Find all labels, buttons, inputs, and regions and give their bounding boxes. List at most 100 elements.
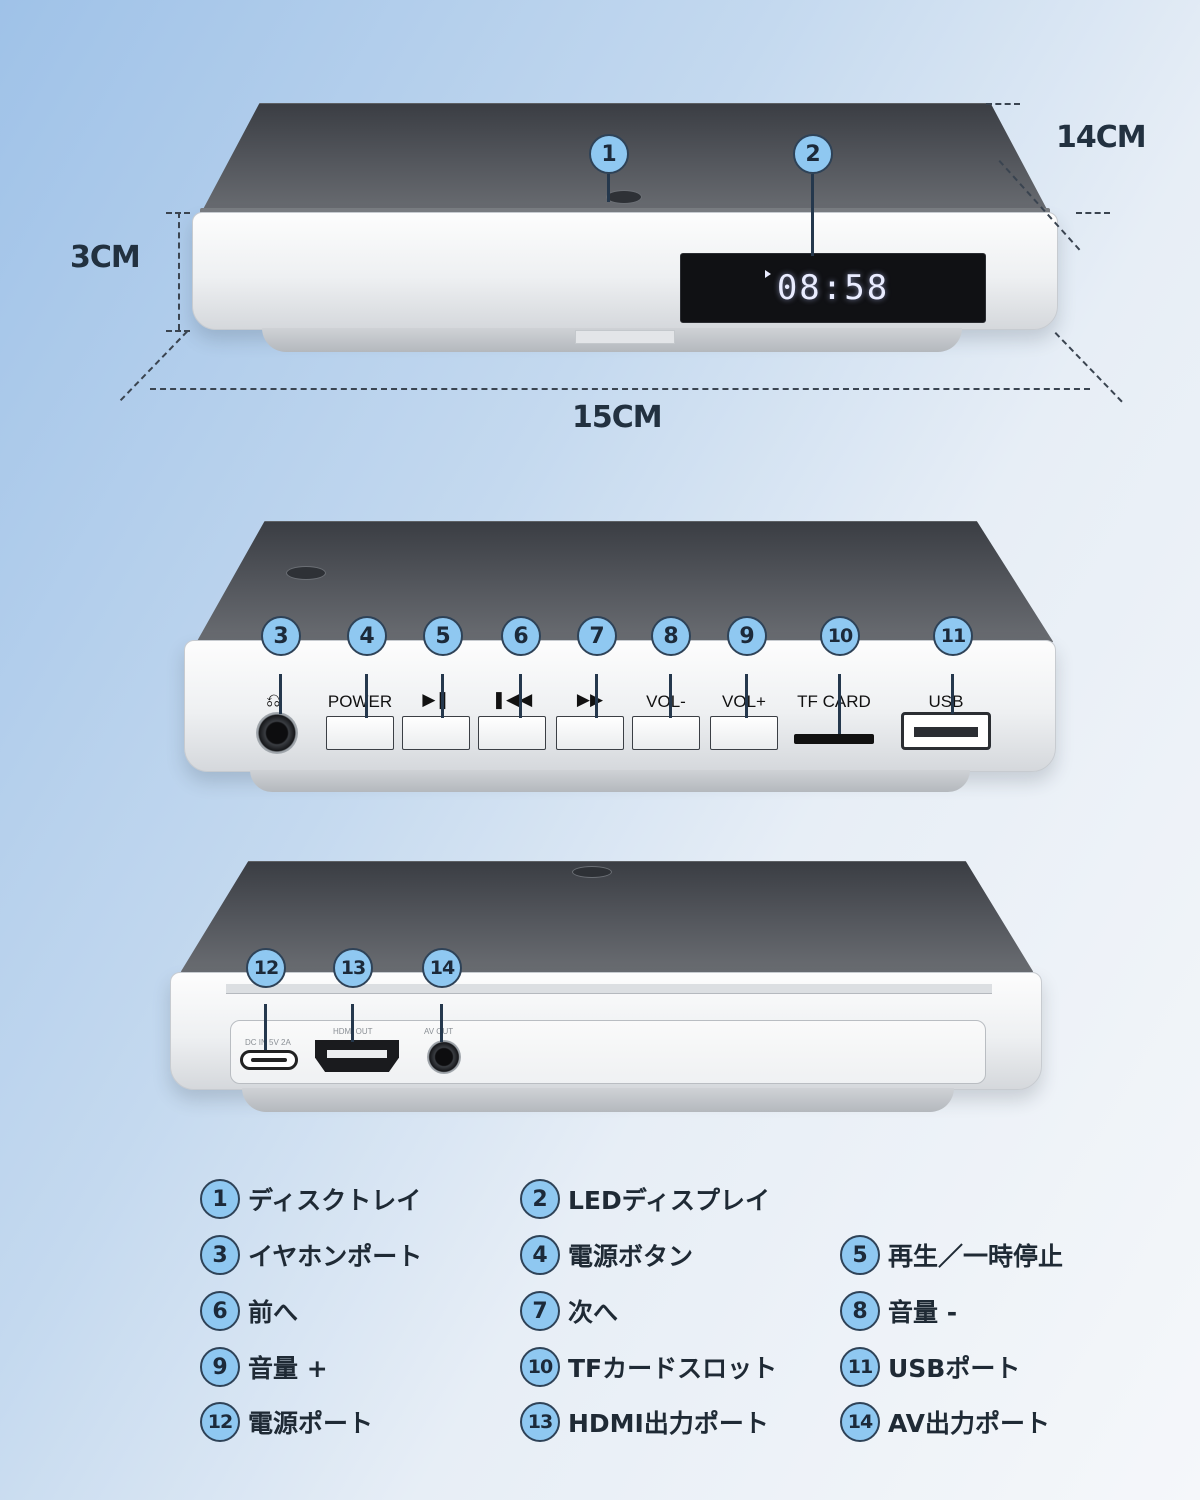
legend-label: LEDディスプレイ <box>568 1186 771 1215</box>
legend-badge: 4 <box>520 1235 560 1275</box>
legend-item-13: 13 HDMI出力ポート <box>520 1402 769 1442</box>
badge-10: 10 <box>820 616 860 656</box>
led-display: 08:58 <box>680 253 986 323</box>
base-foot-2 <box>250 770 970 792</box>
badge-12-stem <box>264 1004 267 1050</box>
dc-power-port[interactable] <box>240 1050 298 1070</box>
vol-minus-button[interactable] <box>632 716 700 750</box>
vol-plus-label: VOL+ <box>722 692 766 711</box>
legend-item-9: 9 音量 + <box>200 1347 328 1387</box>
height-tick-top <box>166 212 190 214</box>
badge-10-stem <box>838 674 841 734</box>
next-button[interactable] <box>556 716 624 750</box>
legend-badge: 1 <box>200 1179 240 1219</box>
height-line <box>178 212 180 330</box>
badge-7-stem <box>595 674 598 718</box>
vol-plus-button[interactable] <box>710 716 778 750</box>
av-out-label: AV OUT <box>424 1027 454 1036</box>
width-line <box>150 388 1090 390</box>
legend-badge: 11 <box>840 1347 880 1387</box>
play-pause-icon: ▶❚ <box>422 690 450 709</box>
legend-badge: 3 <box>200 1235 240 1275</box>
legend-badge: 13 <box>520 1402 560 1442</box>
legend-badge: 5 <box>840 1235 880 1275</box>
legend-label: 再生／一時停止 <box>888 1242 1064 1271</box>
depth-tick-top <box>986 103 1020 105</box>
legend-badge: 8 <box>840 1291 880 1331</box>
badge-12: 12 <box>246 948 286 988</box>
eject-marker <box>606 190 642 204</box>
play-pause-label: ▶❚ <box>396 690 476 710</box>
hdmi-port[interactable] <box>315 1040 399 1072</box>
badge-11: 11 <box>933 616 973 656</box>
legend-label: 前へ <box>248 1298 299 1327</box>
legend-badge: 7 <box>520 1291 560 1331</box>
badge-9-stem <box>745 674 748 718</box>
control-panel <box>184 640 1056 772</box>
legend-badge: 10 <box>520 1347 560 1387</box>
led-play-indicator <box>765 270 771 278</box>
legend-item-8: 8 音量 - <box>840 1291 957 1331</box>
depth-tick-bottom <box>1076 212 1110 214</box>
legend-item-10: 10 TFカードスロット <box>520 1347 777 1387</box>
dc-in-label: DC IN 5V 2A <box>245 1038 291 1047</box>
width-label: 15CM <box>572 400 663 435</box>
badge-7: 7 <box>577 616 617 656</box>
play-pause-button[interactable] <box>402 716 470 750</box>
badge-13-stem <box>351 1004 354 1042</box>
previous-button[interactable] <box>478 716 546 750</box>
disc-notch <box>575 330 675 344</box>
height-tick-bottom <box>166 330 190 332</box>
usb-label: USB <box>928 692 964 711</box>
tf-card-slot[interactable] <box>794 734 874 744</box>
badge-6: 6 <box>501 616 541 656</box>
badge-11-stem <box>951 674 954 714</box>
disc-lid-2 <box>196 521 1054 643</box>
badge-8-stem <box>669 674 672 718</box>
badge-5-stem <box>441 674 444 718</box>
width-tick-left <box>119 330 188 402</box>
legend-label: 電源ボタン <box>568 1242 694 1271</box>
next-label: ▶▶ <box>550 690 630 710</box>
av-out-jack[interactable] <box>427 1040 461 1074</box>
legend-badge: 14 <box>840 1402 880 1442</box>
legend-item-2: 2 LEDディスプレイ <box>520 1179 770 1219</box>
badge-9: 9 <box>727 616 767 656</box>
headphone-icon: ⎌ <box>266 690 281 711</box>
legend-badge: 6 <box>200 1291 240 1331</box>
legend-label: イヤホンポート <box>248 1242 423 1271</box>
led-time: 08:58 <box>776 268 890 308</box>
badge-4: 4 <box>347 616 387 656</box>
legend-label: 音量 - <box>888 1298 958 1327</box>
next-icon: ▶▶ <box>576 690 604 709</box>
depth-label: 14CM <box>1056 120 1147 155</box>
power-label: POWER <box>327 692 393 711</box>
badge-3-stem <box>279 674 282 714</box>
badge-1: 1 <box>589 134 629 174</box>
vol-minus-label: VOL- <box>646 692 686 711</box>
legend-label: ディスクトレイ <box>248 1186 422 1215</box>
badge-3: 3 <box>261 616 301 656</box>
height-label: 3CM <box>70 240 141 275</box>
badge-14: 14 <box>422 948 462 988</box>
usb-port[interactable] <box>901 712 991 750</box>
legend-item-7: 7 次へ <box>520 1291 618 1331</box>
width-tick-right <box>1054 332 1123 403</box>
lid-marker-2 <box>286 566 326 580</box>
legend-item-12: 12 電源ポート <box>200 1402 373 1442</box>
legend-item-6: 6 前へ <box>200 1291 298 1331</box>
previous-icon: ❚◀◀ <box>491 690 533 709</box>
tf-card-label: TF CARD <box>797 692 871 711</box>
headphone-jack[interactable] <box>256 712 298 754</box>
legend-label: USBポート <box>888 1354 1021 1383</box>
badge-5: 5 <box>423 616 463 656</box>
legend-label: AV出力ポート <box>888 1409 1050 1438</box>
legend-item-14: 14 AV出力ポート <box>840 1402 1050 1442</box>
badge-1-stem <box>607 174 610 202</box>
power-button[interactable] <box>326 716 394 750</box>
badge-13: 13 <box>333 948 373 988</box>
legend-badge: 12 <box>200 1402 240 1442</box>
legend-item-1: 1 ディスクトレイ <box>200 1179 421 1219</box>
badge-6-stem <box>519 674 522 718</box>
legend-item-11: 11 USBポート <box>840 1347 1020 1387</box>
